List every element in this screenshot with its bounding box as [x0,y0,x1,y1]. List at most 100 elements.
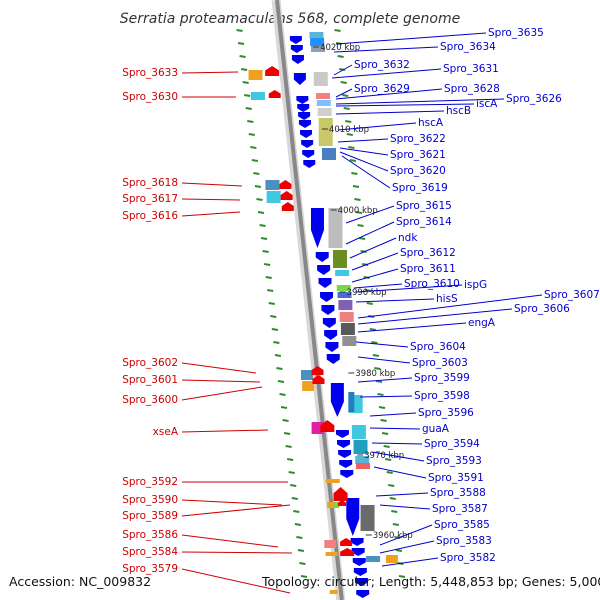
forward-gene-arrow [298,120,311,128]
right-gene-label[interactable]: Spro_3614 [396,216,452,228]
left-gene-label[interactable]: Spro_3618 [122,177,178,189]
left-gene-label[interactable]: Spro_3584 [122,546,178,558]
right-gene-label[interactable]: hisS [436,293,458,305]
left-gene-label[interactable]: Spro_3617 [122,193,178,205]
reverse-gene-arrow [338,500,346,506]
forward-gene-arrow [290,45,303,53]
left-gene-label[interactable]: Spro_3579 [122,563,178,575]
right-gene-label[interactable]: ndk [398,232,418,244]
right-gene-label[interactable]: Spro_3587 [432,503,488,515]
label-leader-line [181,211,241,217]
left-gene-label[interactable]: Spro_3592 [122,476,178,488]
forward-gene-arrow [346,498,360,536]
kbp-mark-label: 3980 kbp [355,369,395,379]
right-gene-label[interactable]: Spro_3596 [418,407,474,419]
right-gene-label[interactable]: Spro_3611 [400,263,456,275]
right-gene-label[interactable]: iscA [476,98,498,110]
left-gene-label[interactable]: Spro_3600 [122,394,178,406]
right-gene-label[interactable]: Spro_3626 [506,93,562,105]
scale-tick [247,120,254,123]
right-gene-label[interactable]: Spro_3598 [414,390,470,402]
scale-tick [392,523,399,526]
right-gene-label[interactable]: Spro_3599 [414,372,470,384]
right-gene-label[interactable]: Spro_3593 [426,455,482,467]
reverse-gene-arrow [281,202,294,211]
scale-tick [259,224,266,227]
right-gene-label[interactable]: Spro_3582 [440,552,496,564]
right-gene-label[interactable]: Spro_3612 [400,247,456,259]
scale-tick [265,276,272,279]
left-gene-label[interactable]: Spro_3589 [122,510,178,522]
scale-tick [355,211,363,214]
right-gene-label[interactable]: Spro_3607 [544,289,600,301]
gene-block [328,208,343,248]
label-leader-line [337,122,417,131]
gene-block [327,502,334,508]
gene-block [248,70,263,80]
right-gene-label[interactable]: Spro_3622 [390,133,446,145]
right-gene-label[interactable]: Spro_3591 [428,472,484,484]
gene-block [353,440,368,454]
right-gene-label[interactable]: Spro_3606 [514,303,570,315]
scale-tick [279,393,286,396]
right-gene-label[interactable]: Spro_3620 [390,165,446,177]
right-gene-label[interactable]: Spro_3603 [412,357,468,369]
scale-tick [398,575,406,578]
backbone-line [275,0,344,600]
left-gene-label[interactable]: Spro_3601 [122,374,178,386]
right-gene-label[interactable]: ispG [464,279,487,291]
left-gene-label[interactable]: Spro_3633 [122,67,178,79]
right-gene-label[interactable]: Spro_3631 [443,63,499,75]
right-gene-label[interactable]: Spro_3619 [392,182,448,194]
scale-tick [245,107,252,110]
left-gene-label[interactable]: Spro_3616 [122,210,178,222]
right-gene-label[interactable]: Spro_3615 [396,200,452,212]
gene-block [321,148,336,160]
right-gene-label[interactable]: hscA [418,117,444,129]
right-gene-label[interactable]: Spro_3594 [424,438,480,450]
gene-block [318,118,333,146]
right-gene-label[interactable]: Spro_3588 [430,487,486,499]
gene-block [333,250,347,268]
right-gene-label[interactable]: Spro_3621 [390,149,446,161]
right-gene-label[interactable]: hscB [446,105,471,117]
scale-tick [273,341,280,344]
scale-tick [260,237,268,240]
left-gene-label[interactable]: xseA [153,426,179,438]
right-gene-label[interactable]: Spro_3634 [440,41,496,53]
scale-tick [268,302,275,305]
left-gene-label[interactable]: Spro_3602 [122,357,178,369]
forward-gene-arrow [293,73,306,85]
scale-tick [374,367,381,370]
right-gene-label[interactable]: engA [468,317,496,329]
left-gene-label[interactable]: Spro_3630 [122,91,178,103]
scale-tick [283,432,291,435]
gene-block [385,555,398,563]
forward-gene-arrow [322,318,336,328]
label-leader-line [355,284,463,293]
right-gene-label[interactable]: Spro_3583 [436,535,492,547]
right-gene-label[interactable]: Spro_3632 [354,59,410,71]
right-gene-label[interactable]: Spro_3635 [488,27,544,39]
gene-block [336,285,351,291]
left-gene-label[interactable]: Spro_3586 [122,529,178,541]
left-gene-label[interactable]: Spro_3590 [122,494,178,506]
right-gene-label[interactable]: Spro_3628 [444,83,500,95]
right-gene-label[interactable]: Spro_3604 [410,341,466,353]
forward-gene-arrow [291,55,304,64]
label-leader-line [373,466,427,479]
scale-tick [271,328,278,331]
gene-block [316,100,331,106]
right-gene-label[interactable]: guaA [422,423,450,435]
scale-tick [391,510,398,513]
label-leader-line [355,298,435,303]
right-gene-label[interactable]: Spro_3610 [404,278,460,290]
right-gene-label[interactable]: Spro_3585 [434,519,490,531]
scale-tick [237,42,245,45]
scale-tick [274,354,282,357]
scale-tick [290,484,297,487]
right-gene-label[interactable]: Spro_3629 [354,83,410,95]
label-leader-line [335,88,443,100]
scale-tick [378,406,386,409]
